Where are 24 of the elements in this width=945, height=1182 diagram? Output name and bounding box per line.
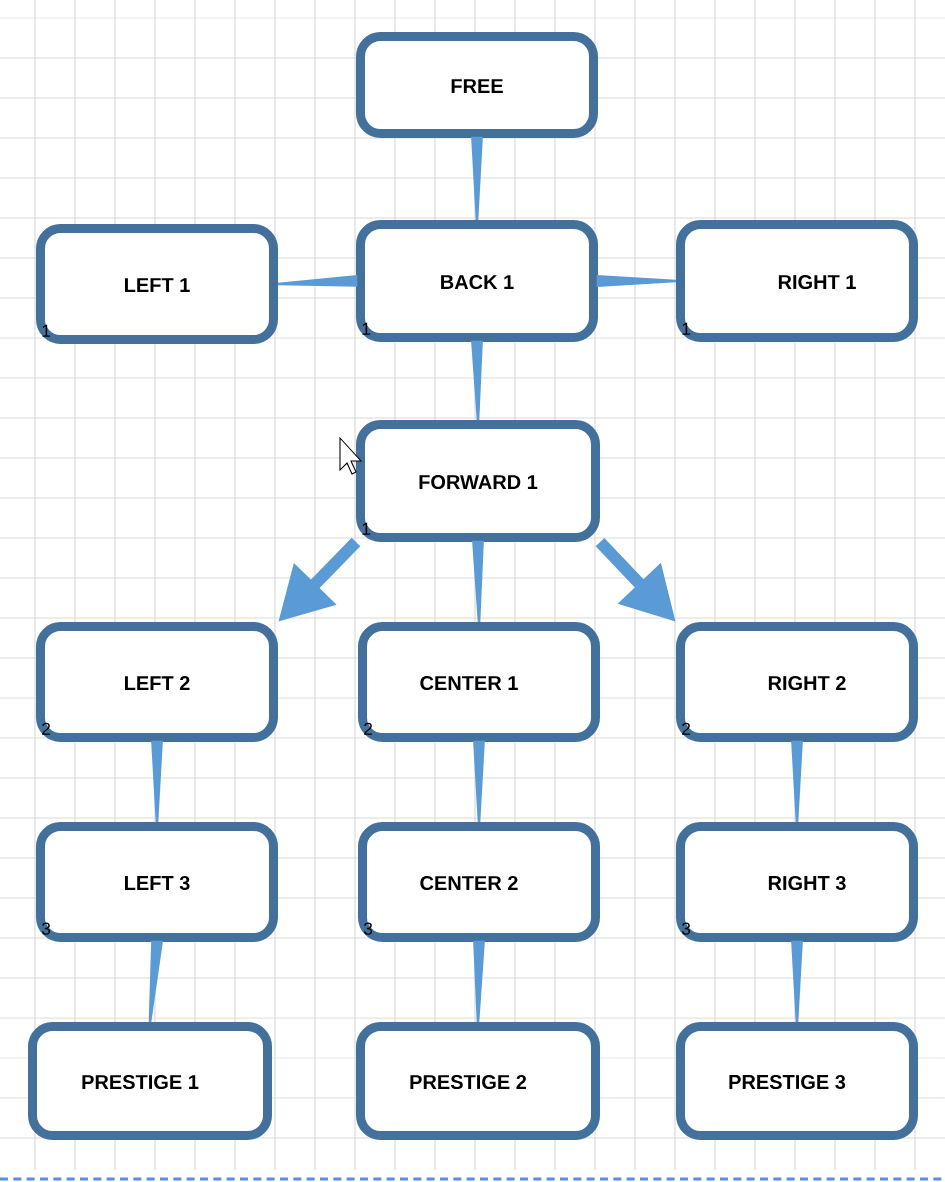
process-box: FORWARD 1 1	[356, 420, 600, 542]
arrow	[473, 740, 485, 824]
process-box: LEFT 3 3	[36, 822, 278, 942]
arrow	[276, 275, 358, 287]
process-box: RIGHT 1 1	[676, 220, 918, 342]
arrow	[472, 540, 484, 624]
arrow	[471, 340, 483, 422]
arrow	[471, 136, 483, 222]
process-box: LEFT 1 1	[36, 224, 278, 344]
process-box: PRESTIGE 2	[356, 1022, 600, 1140]
arrow	[791, 940, 803, 1024]
process-box: CENTER 1 2	[358, 622, 600, 742]
process-box: LEFT 2 2	[36, 622, 278, 742]
process-box: PRESTIGE 3	[676, 1022, 918, 1140]
process-box: RIGHT 3 3	[676, 822, 918, 942]
process-box: RIGHT 2 2	[676, 622, 918, 742]
arrow	[473, 940, 485, 1024]
process-box: BACK 1 1	[356, 220, 598, 342]
arrow	[791, 740, 803, 824]
arrow	[596, 275, 678, 287]
process-box: CENTER 2 3	[358, 822, 600, 942]
arrow	[151, 740, 163, 824]
process-box: PRESTIGE 1	[28, 1022, 272, 1140]
process-box: FREE	[356, 32, 598, 138]
